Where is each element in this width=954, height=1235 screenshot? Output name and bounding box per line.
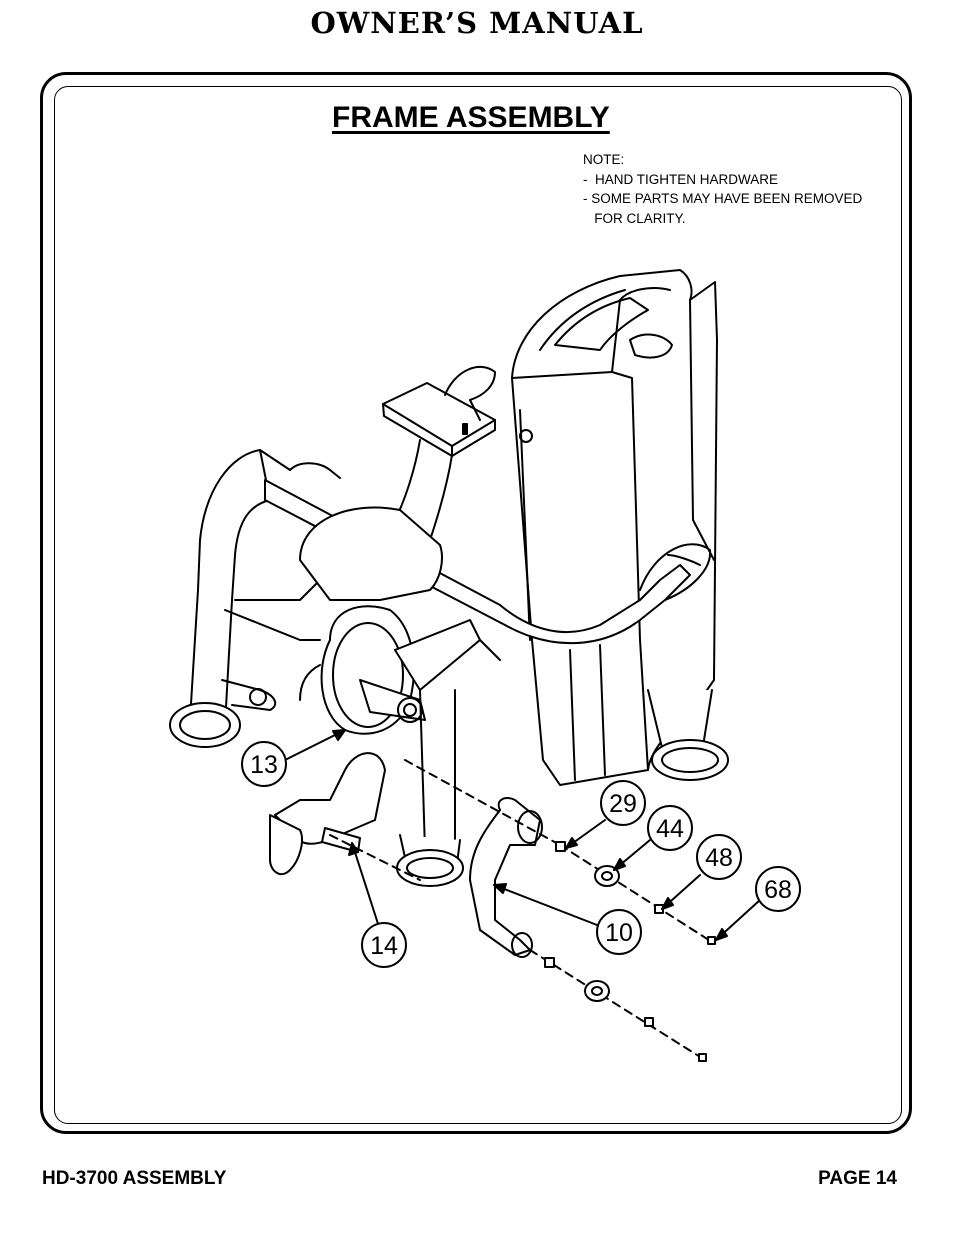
callout-label-29: 29	[609, 790, 637, 818]
pivot-bracket-part	[269, 752, 386, 876]
footer-page-number: PAGE 14	[818, 1168, 897, 1189]
callout-circle-48	[696, 834, 742, 880]
callout-circle-14	[361, 922, 407, 968]
callout-circle-68	[755, 866, 801, 912]
callout-circles	[241, 741, 801, 968]
callout-label-14: 14	[370, 932, 398, 960]
callout-label-68: 68	[764, 876, 792, 904]
callout-leaders	[284, 729, 761, 941]
callout-circle-13	[241, 741, 287, 787]
weight-stack-shroud	[511, 269, 718, 786]
callout-circle-10	[596, 909, 642, 955]
arm-link-part	[469, 797, 543, 958]
base-frame-left	[169, 449, 341, 748]
callout-circle-44	[647, 805, 693, 851]
note-line: FOR CLARITY.	[583, 210, 686, 226]
assembly-note: NOTE: - HAND TIGHTEN HARDWARE - SOME PAR…	[583, 150, 862, 228]
top-plate	[382, 382, 496, 457]
page-frame-inner	[54, 86, 902, 1124]
hardware-stack	[329, 759, 716, 1062]
center-foot	[396, 834, 464, 887]
note-line: NOTE:	[583, 152, 625, 167]
footer-model: HD-3700 ASSEMBLY	[42, 1168, 227, 1189]
page-frame-outer	[40, 72, 912, 1134]
callout-label-48: 48	[705, 844, 733, 872]
cross-tube	[264, 479, 712, 645]
manual-header: OWNER’S MANUAL	[310, 6, 644, 40]
callout-labels: 13 14 29 44 48 68 10	[250, 751, 792, 960]
right-leg	[647, 689, 729, 781]
pivot-assembly	[299, 506, 501, 861]
callout-label-44: 44	[656, 815, 684, 843]
section-title: FRAME ASSEMBLY	[332, 101, 610, 134]
callout-label-13: 13	[250, 751, 278, 779]
note-line: - HAND TIGHTEN HARDWARE	[583, 171, 779, 187]
callout-label-10: 10	[605, 919, 633, 947]
callout-circle-29	[600, 780, 646, 826]
note-line: - SOME PARTS MAY HAVE BEEN REMOVED	[583, 191, 863, 206]
